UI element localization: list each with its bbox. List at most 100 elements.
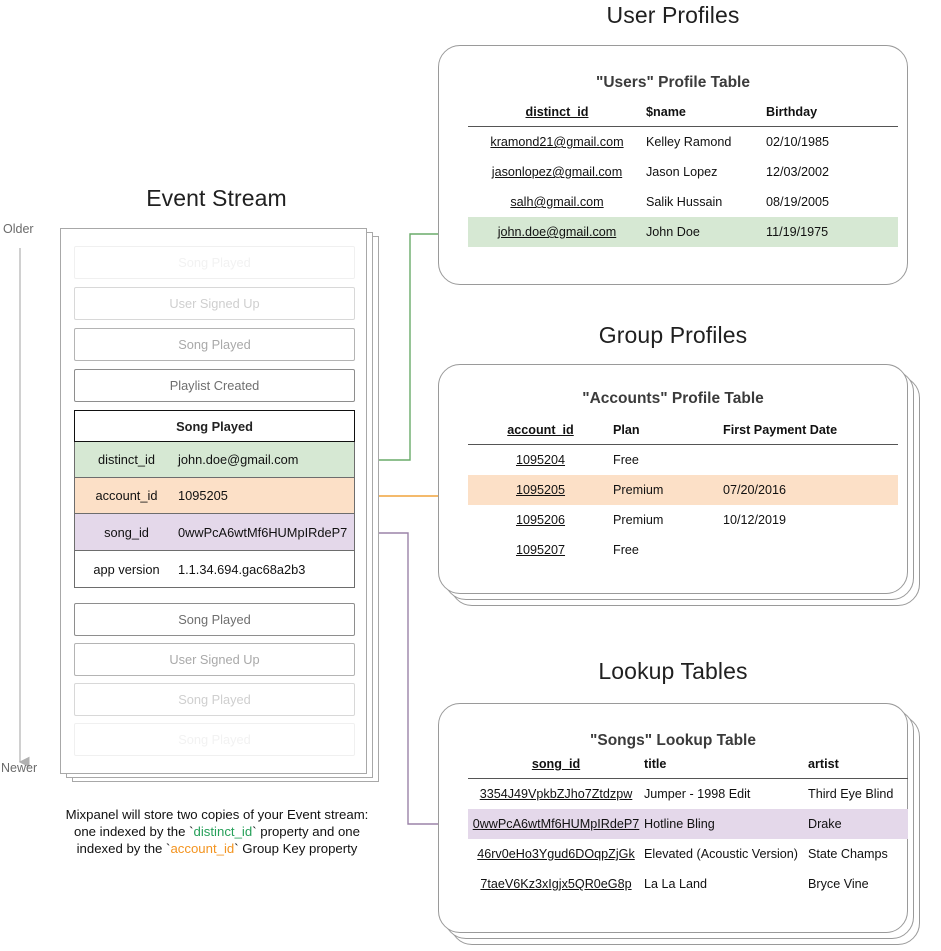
cell-distinct-id: john.doe@gmail.com (468, 217, 646, 247)
cell-plan: Free (613, 453, 639, 467)
cell-song-id: 0wwPcA6wtMf6HUMpIRdeP7 (468, 809, 644, 839)
event-property-key: distinct_id (98, 452, 155, 467)
column-header: distinct_id (468, 105, 646, 127)
event-row[interactable]: Song Played (74, 683, 355, 716)
table-row[interactable]: 1095207 Free (468, 535, 898, 565)
table-header-row: account_id Plan First Payment Date (468, 423, 898, 445)
table-row[interactable]: salh@gmail.com Salik Hussain 08/19/2005 (468, 187, 898, 217)
column-header: Plan (613, 423, 723, 445)
users-profile-table: distinct_id $name Birthday kramond21@gma… (468, 105, 898, 247)
cell-title: Hotline Bling (644, 809, 808, 839)
table-row[interactable]: 1095204 Free (468, 445, 898, 476)
cell-first-payment-date: 07/20/2016 (723, 475, 898, 505)
event-row[interactable]: Song Played (74, 328, 355, 361)
table-row-highlighted[interactable]: john.doe@gmail.com John Doe 11/19/1975 (468, 217, 898, 247)
cell-artist: Drake (808, 809, 908, 839)
table-header-row: song_id title artist (468, 757, 908, 779)
caption-line-3-prefix: indexed by the ` (76, 841, 171, 856)
axis-label-newer: Newer (1, 761, 38, 775)
column-header: account_id (468, 423, 613, 445)
table-row[interactable]: 46rv0eHo3Ygud6DOqpZjGk Elevated (Acousti… (468, 839, 908, 869)
event-row[interactable]: User Signed Up (74, 643, 355, 676)
cell-birthday: 11/19/1975 (766, 217, 898, 247)
cell-account-id: 1095205 (468, 475, 613, 505)
cell-account-id: 1095204 (515, 453, 566, 467)
table-row-highlighted[interactable]: 1095205 Premium 07/20/2016 (468, 475, 898, 505)
axis-label-older: Older (3, 222, 34, 236)
lookup-tables-title: Lookup Tables (598, 658, 748, 684)
event-property-value: 1.1.34.694.gac68a2b3 (178, 561, 306, 577)
cell-song-id: 3354J49VpkbZJho7Ztdzpw (479, 787, 633, 801)
column-header: song_id (468, 757, 644, 779)
cell-account-id: 1095207 (515, 543, 566, 557)
user-profiles-title: User Profiles (606, 2, 740, 28)
accounts-table-title: "Accounts" Profile Table (582, 390, 764, 407)
table-row[interactable]: 7taeV6Kz3xIgjx5QR0eG8p La La Land Bryce … (468, 869, 908, 899)
cell-birthday: 08/19/2005 (766, 195, 830, 209)
songs-table-title: "Songs" Lookup Table (590, 732, 756, 749)
table-row[interactable]: 1095206 Premium 10/12/2019 (468, 505, 898, 535)
table-row-highlighted[interactable]: 0wwPcA6wtMf6HUMpIRdeP7 Hotline Bling Dra… (468, 809, 908, 839)
cell-distinct-id: jasonlopez@gmail.com (491, 165, 623, 179)
cell-song-id: 46rv0eHo3Ygud6DOqpZjGk (477, 847, 635, 861)
event-property-row[interactable]: distinct_id john.doe@gmail.com (74, 442, 355, 478)
column-header: Birthday (766, 105, 898, 127)
event-property-key: account_id (95, 488, 158, 503)
caption-line-3-suffix: ` Group Key property (234, 841, 358, 856)
cell-title: La La Land (644, 877, 708, 891)
column-header: artist (808, 757, 908, 779)
cell-name: John Doe (646, 217, 766, 247)
event-property-value: 1095205 (178, 488, 228, 503)
table-row[interactable]: kramond21@gmail.com Kelley Ramond 02/10/… (468, 127, 898, 158)
selected-event-name[interactable]: Song Played (74, 410, 355, 442)
column-header: $name (646, 105, 766, 127)
cell-birthday: 02/10/1985 (766, 135, 830, 149)
event-row[interactable]: Song Played (74, 723, 355, 756)
cell-name: Kelley Ramond (646, 135, 732, 149)
group-profiles-title: Group Profiles (598, 322, 748, 348)
event-row[interactable]: Song Played (74, 603, 355, 636)
songs-lookup-table: song_id title artist 3354J49VpkbZJho7Ztd… (468, 757, 908, 899)
event-property-row[interactable]: account_id 1095205 (74, 478, 355, 514)
event-stream-caption: Mixpanel will store two copies of your E… (32, 806, 402, 857)
cell-name: Jason Lopez (646, 165, 718, 179)
caption-line-2-prefix: one indexed by the ` (74, 824, 194, 839)
caption-line-1: Mixpanel will store two copies of your E… (65, 807, 369, 822)
caption-token-account-id: account_id (170, 841, 235, 856)
event-row[interactable]: User Signed Up (74, 287, 355, 320)
table-row[interactable]: jasonlopez@gmail.com Jason Lopez 12/03/2… (468, 157, 898, 187)
accounts-profile-table: account_id Plan First Payment Date 10952… (468, 423, 898, 565)
event-property-row[interactable]: song_id 0wwPcA6wtMf6HUMpIRdeP7 (74, 514, 355, 551)
event-property-key: song_id (104, 524, 149, 540)
event-row[interactable]: Song Played (74, 246, 355, 279)
caption-token-distinct-id: distinct_id (193, 824, 253, 839)
column-header: First Payment Date (723, 423, 898, 445)
caption-line-3: indexed by the `account_id` Group Key pr… (32, 840, 402, 857)
table-row[interactable]: 3354J49VpkbZJho7Ztdzpw Jumper - 1998 Edi… (468, 779, 908, 810)
cell-distinct-id: kramond21@gmail.com (490, 135, 624, 149)
event-property-row[interactable]: app version 1.1.34.694.gac68a2b3 (74, 551, 355, 588)
cell-title: Jumper - 1998 Edit (644, 787, 751, 801)
cell-distinct-id: salh@gmail.com (510, 195, 604, 209)
users-table-title: "Users" Profile Table (596, 74, 750, 91)
table-header-row: distinct_id $name Birthday (468, 105, 898, 127)
cell-first-payment-date (723, 445, 898, 476)
cell-plan: Premium (613, 475, 723, 505)
cell-birthday: 12/03/2002 (766, 165, 830, 179)
cell-artist: Bryce Vine (808, 877, 869, 891)
event-property-value: john.doe@gmail.com (178, 452, 299, 467)
cell-artist: State Champs (808, 847, 888, 861)
cell-plan: Premium (613, 513, 664, 527)
caption-line-2-suffix: ` property and one (252, 824, 360, 839)
event-stream-title: Event Stream (146, 185, 287, 211)
event-property-key: app version (93, 561, 160, 577)
cell-title: Elevated (Acoustic Version) (644, 847, 798, 861)
cell-song-id: 7taeV6Kz3xIgjx5QR0eG8p (480, 877, 632, 891)
cell-first-payment-date: 10/12/2019 (723, 513, 787, 527)
cell-account-id: 1095206 (515, 513, 566, 527)
event-row[interactable]: Playlist Created (74, 369, 355, 402)
caption-line-2: one indexed by the `distinct_id` propert… (32, 823, 402, 840)
cell-artist: Third Eye Blind (808, 787, 894, 801)
cell-name: Salik Hussain (646, 195, 723, 209)
column-header: title (644, 757, 808, 779)
